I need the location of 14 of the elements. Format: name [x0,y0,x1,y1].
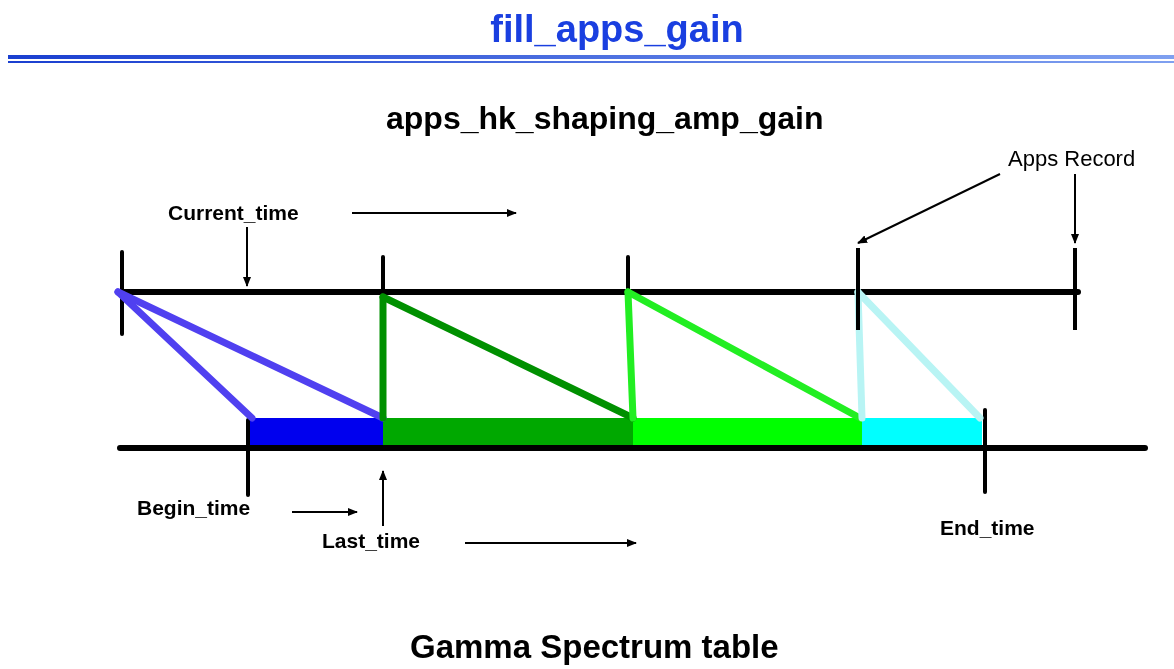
title: fill_apps_gain [489,10,745,48]
leader-arrow [857,173,1001,244]
leader-arrow [1071,173,1079,244]
time-label: Last_time [322,530,421,551]
time-label: Begin_time [137,497,251,518]
leader-arrow [379,470,387,527]
tick-mark [1073,248,1077,330]
time-label: Current_time [168,202,299,223]
table-heading: Gamma Spectrum table [410,630,779,663]
leader-arrow [243,226,251,287]
tick-mark [856,248,860,330]
callout-label: Apps Record [1008,148,1136,170]
time-label: End_time [940,517,1035,538]
axis-heading: apps_hk_shaping_amp_gain [386,102,824,134]
